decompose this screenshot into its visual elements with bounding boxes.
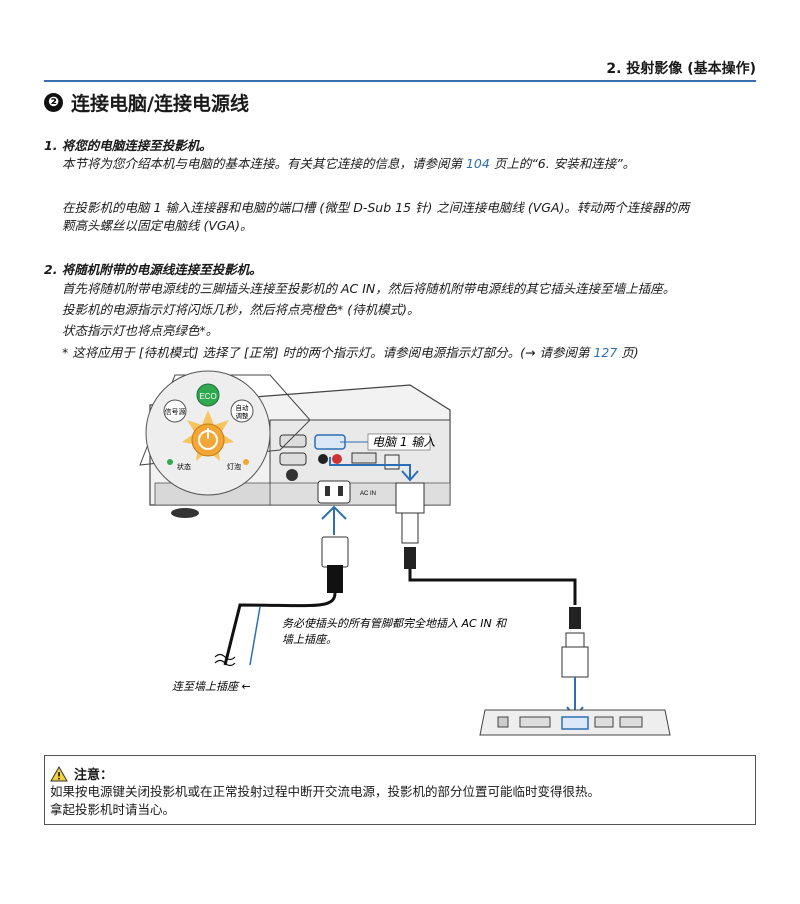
step-2-line-3: 状态指示灯也将点亮绿色*。 — [62, 323, 219, 338]
step-1-title: 1. 将您的电脑连接至投影机。 — [44, 138, 212, 153]
step-1-line-1: 本节将为您介绍本机与电脑的基本连接。有关其它连接的信息，请参阅第 104 页上的… — [62, 154, 762, 173]
eco-button: ECO — [199, 392, 216, 401]
caution-line-2: 拿起投影机时请当心。 — [50, 802, 176, 817]
warning-icon — [50, 765, 68, 781]
step-1-line-2: 在投影机的电脑 1 输入连接器和电脑的端口槽 (微型 D-Sub 15 针) 之… — [62, 200, 690, 215]
vga-cable — [395, 482, 589, 719]
vga-arrow-icon — [329, 457, 419, 482]
step-2-note-text: * 这将应用于 [待机模式] 选择了 [正常] 时的两个指示灯。请参阅电源指示灯… — [62, 345, 594, 360]
ac-in-label: AC IN — [360, 491, 376, 497]
auto-adjust-button: 自动 — [236, 403, 250, 412]
caution-title-text: 注意： — [74, 768, 114, 783]
caution-title: 注意： — [50, 764, 750, 783]
plug-note-line-2: 墙上插座。 — [282, 633, 337, 646]
step-1-line-1-text: 本节将为您介绍本机与电脑的基本连接。有关其它连接的信息，请参阅第 — [62, 156, 466, 171]
wall-outlet-label: 连至墙上插座 ← — [172, 680, 251, 693]
plug-note-line-1: 务必使插头的所有管脚都完全地插入 AC IN 和 — [282, 617, 507, 630]
page-127-link[interactable]: 127 — [593, 345, 618, 360]
step-1-line-1-suffix: 页上的“6. 安装和连接”。 — [489, 156, 636, 171]
caution-box: 注意： 如果按电源键关闭投影机或在正常投射过程中断开交流电源，投影机的部分位置可… — [44, 755, 756, 825]
chapter-title: 2. 投射影像 (基本操作) — [606, 61, 756, 77]
step-2-line-1: 首先将随机附带电源线的三脚插头连接至投影机的 AC IN，然后将随机附带电源线的… — [62, 281, 676, 296]
laptop — [479, 709, 671, 736]
chapter-header: 2. 投射影像 (基本操作) — [44, 60, 756, 82]
connection-diagram: ECO 信号源 自动 调整 状态 灯泡 电脑 1 输入 AC IN — [139, 370, 671, 736]
caution-line-1: 如果按电源键关闭投影机或在正常投射过程中断开交流电源，投影机的部分位置可能临时变… — [50, 784, 601, 799]
step-2-note-suffix: 页) — [617, 345, 639, 360]
source-button: 信号源 — [165, 407, 186, 416]
step-2-note: * 这将应用于 [待机模式] 选择了 [正常] 时的两个指示灯。请参阅电源指示灯… — [62, 343, 762, 362]
insert-arrow-icon — [321, 505, 347, 535]
section-title: ❷ 连接电脑/连接电源线 — [44, 89, 249, 116]
computer-in-label: 电脑 1 输入 — [372, 435, 435, 449]
power-cord — [214, 536, 349, 667]
step-2-line-2: 投影机的电源指示灯将闪烁几秒，然后将点亮橙色* (待机模式)。 — [62, 302, 420, 317]
ac-in-socket: AC IN — [317, 480, 376, 504]
status-label: 状态 — [177, 462, 191, 471]
step-1-line-3: 颗高头螺丝以固定电脑线 (VGA)。 — [62, 218, 253, 233]
step-2-title: 2. 将随机附带的电源线连接至投影机。 — [44, 262, 262, 277]
lamp-label: 灯泡 — [227, 462, 241, 471]
section-heading: 连接电脑/连接电源线 — [71, 93, 249, 115]
page-104-link[interactable]: 104 — [465, 156, 490, 171]
power-glow-icon — [182, 410, 234, 461]
control-panel-callout: ECO 信号源 自动 调整 状态 灯泡 — [139, 370, 311, 496]
auto-adjust-button-2: 调整 — [236, 411, 250, 420]
computer-in-callout: 电脑 1 输入 — [340, 433, 435, 451]
section-number: ❷ — [44, 93, 63, 112]
